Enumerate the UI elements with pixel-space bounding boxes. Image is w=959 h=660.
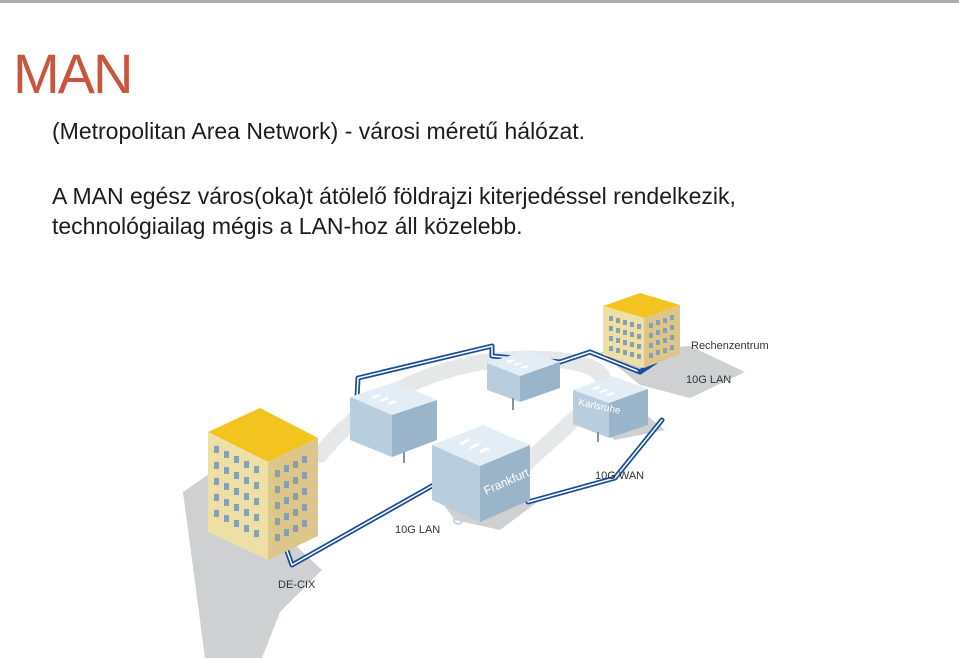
ring-link-inner xyxy=(354,345,641,438)
building-de-cix xyxy=(208,408,318,560)
link-label-10g-lan-bottom: 10G LAN xyxy=(395,524,440,536)
de-cix-label: DE-CIX xyxy=(278,579,316,591)
slide-description: A MAN egész város(oka)t átölelő földrajz… xyxy=(52,181,932,241)
switch-center-top xyxy=(487,350,560,410)
link-label-10g-wan: 10G WAN xyxy=(595,470,644,482)
description-line: A MAN egész város(oka)t átölelő földrajz… xyxy=(52,183,736,209)
switch-frankfurt: Frankfurt xyxy=(432,425,532,525)
building-rechenzentrum xyxy=(603,293,680,368)
slide-title: MAN xyxy=(13,42,133,105)
switch-karlsruhe: Karlsruhe xyxy=(573,376,648,442)
link-10g-wan-inner xyxy=(527,419,663,503)
slide-subtitle: (Metropolitan Area Network) - városi mér… xyxy=(52,118,586,144)
link-label-10g-lan-top: 10G LAN xyxy=(686,374,731,386)
rechenzentrum-label: Rechenzentrum xyxy=(691,340,769,352)
switch-left xyxy=(350,382,437,463)
description-line: technológiailag mégis a LAN-hoz áll köze… xyxy=(52,213,523,239)
top-rule xyxy=(0,0,959,3)
